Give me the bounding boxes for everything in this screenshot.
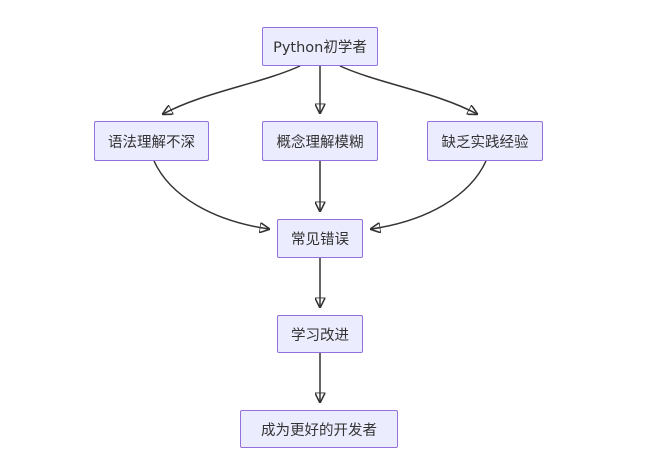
edge-grammar-errors <box>153 160 269 229</box>
node-concept-vague-label: 概念理解模糊 <box>276 134 364 151</box>
edge-start-grammar <box>163 65 301 114</box>
node-learn-improve-label: 学习改进 <box>291 327 349 344</box>
node-grammar-weak: 语法理解不深 <box>94 121 209 161</box>
node-grammar-weak-label: 语法理解不深 <box>108 134 195 151</box>
node-concept-vague: 概念理解模糊 <box>262 121 378 161</box>
edge-start-practice <box>339 65 477 114</box>
node-python-beginner: Python初学者 <box>262 27 378 66</box>
node-learn-improve: 学习改进 <box>277 315 363 353</box>
node-python-beginner-label: Python初学者 <box>273 40 367 56</box>
node-lack-practice-label: 缺乏实践经验 <box>441 134 529 151</box>
node-common-errors: 常见错误 <box>277 219 363 258</box>
edge-practice-errors <box>371 160 487 229</box>
node-common-errors-label: 常见错误 <box>291 232 349 248</box>
node-better-developer-label: 成为更好的开发者 <box>261 422 377 439</box>
node-better-developer: 成为更好的开发者 <box>240 410 398 448</box>
node-lack-practice: 缺乏实践经验 <box>427 121 543 161</box>
